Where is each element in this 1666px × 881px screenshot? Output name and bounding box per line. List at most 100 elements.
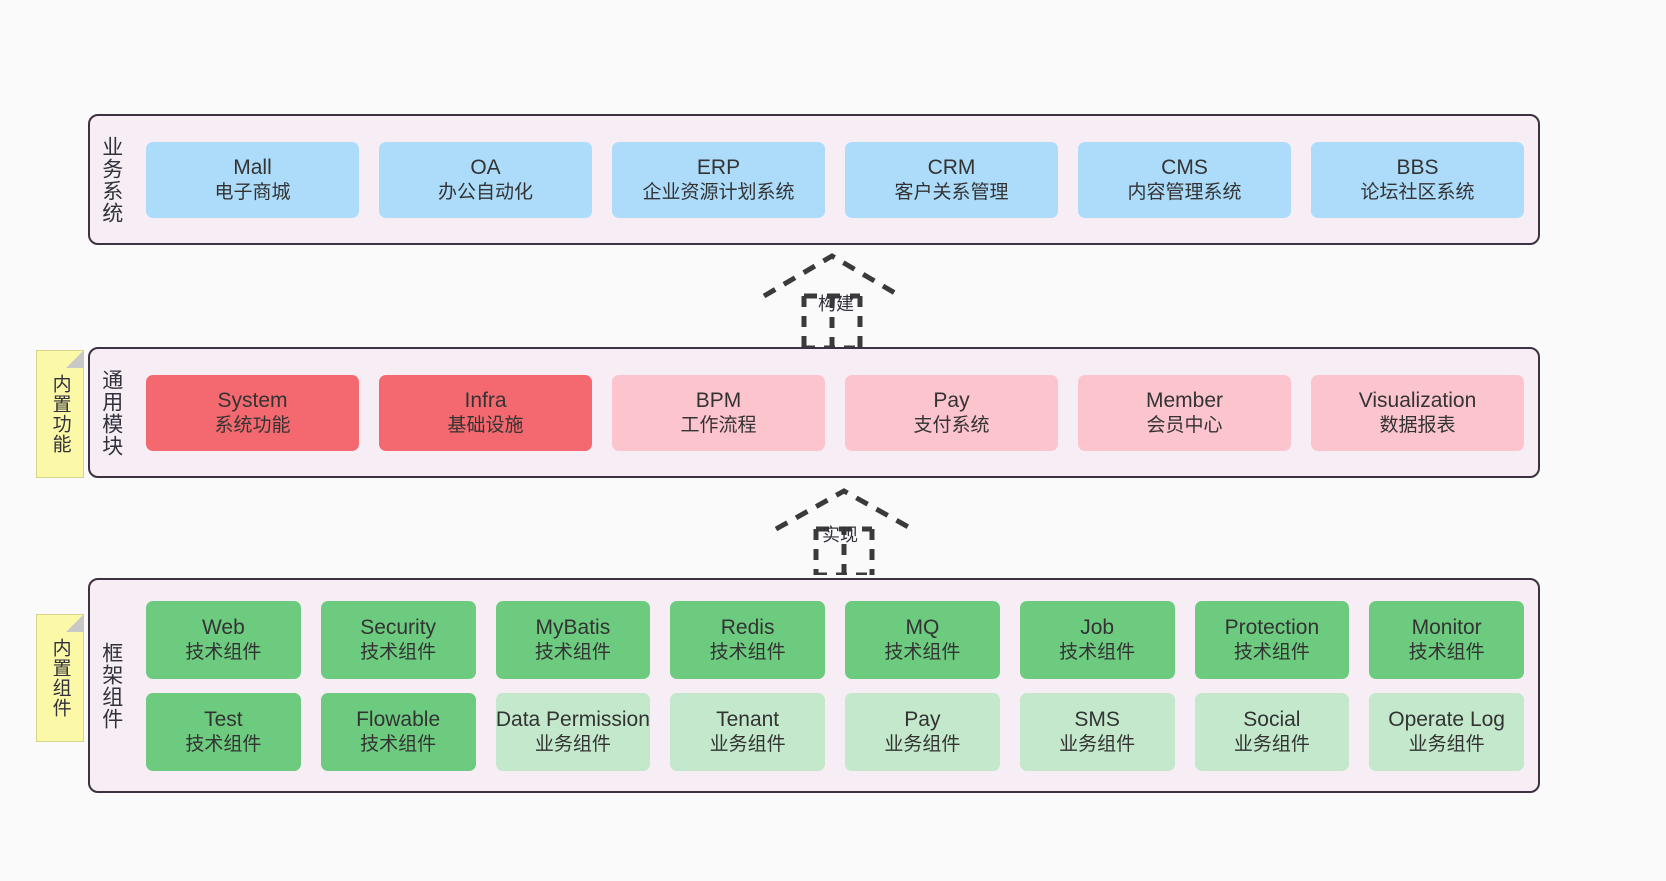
node-subtitle: 办公自动化: [437, 181, 533, 203]
node-title: Pay: [933, 388, 970, 412]
node-title: Tenant: [716, 707, 780, 731]
node-member[interactable]: Member 会员中心: [1078, 374, 1291, 451]
connector-implement-label: 实现: [822, 525, 858, 545]
node-title: SMS: [1074, 707, 1120, 731]
node-sms[interactable]: SMS 业务组件: [1019, 692, 1175, 771]
node-title: BBS: [1396, 155, 1439, 179]
node-title: Flowable: [356, 707, 441, 731]
node-job[interactable]: Job 技术组件: [1019, 600, 1175, 679]
node-oa[interactable]: OA 办公自动化: [379, 141, 592, 218]
node-subtitle: 基础设施: [447, 414, 524, 436]
node-title: Operate Log: [1388, 707, 1505, 731]
node-subtitle: 技术组件: [1233, 641, 1310, 663]
node-title: Pay: [904, 707, 941, 731]
node-title: Protection: [1224, 615, 1320, 639]
node-subtitle: 客户关系管理: [894, 181, 1009, 203]
node-subtitle: 业务组件: [709, 733, 786, 755]
node-title: Redis: [720, 615, 775, 639]
node-crm[interactable]: CRM 客户关系管理: [845, 141, 1058, 218]
node-mall[interactable]: Mall 电子商城: [146, 141, 359, 218]
node-subtitle: 技术组件: [709, 641, 786, 663]
node-title: ERP: [696, 155, 741, 179]
node-subtitle: 业务组件: [1233, 733, 1310, 755]
node-cms[interactable]: CMS 内容管理系统: [1078, 141, 1291, 218]
node-flowable[interactable]: Flowable 技术组件: [320, 692, 476, 771]
node-subtitle: 工作流程: [680, 414, 757, 436]
node-subtitle: 技术组件: [185, 641, 262, 663]
node-mybatis[interactable]: MyBatis 技术组件: [495, 600, 651, 679]
node-social[interactable]: Social 业务组件: [1194, 692, 1350, 771]
node-title: Infra: [464, 388, 507, 412]
connector-implement-arrow: [774, 488, 914, 575]
node-pay-component[interactable]: Pay 业务组件: [845, 692, 1000, 771]
node-title: Member: [1145, 388, 1224, 412]
common-modules-row: System 系统功能 Infra 基础设施 BPM 工作流程 Pay 支付系统…: [146, 374, 1524, 451]
framework-tech-row: Web 技术组件 Security 技术组件 MyBatis 技术组件 Redi…: [146, 600, 1524, 679]
band-framework-components: 框架组件 Web 技术组件 Security 技术组件 MyBatis 技术组件…: [88, 578, 1540, 793]
node-operate-log[interactable]: Operate Log 业务组件: [1369, 692, 1524, 771]
node-system[interactable]: System 系统功能: [146, 374, 359, 451]
node-visualization[interactable]: Visualization 数据报表: [1311, 374, 1524, 451]
node-subtitle: 技术组件: [534, 641, 611, 663]
framework-biz-row: Test 技术组件 Flowable 技术组件 Data Permission …: [146, 692, 1524, 771]
node-subtitle: 业务组件: [1408, 733, 1485, 755]
node-title: Web: [201, 615, 245, 639]
note-builtin-components: 内置组件: [36, 614, 84, 742]
node-subtitle: 技术组件: [360, 733, 437, 755]
note-builtin-features: 内置功能: [36, 350, 84, 478]
node-subtitle: 技术组件: [185, 733, 262, 755]
node-subtitle: 支付系统: [913, 414, 990, 436]
node-web[interactable]: Web 技术组件: [146, 600, 301, 679]
node-mq[interactable]: MQ 技术组件: [845, 600, 1000, 679]
node-pay-module[interactable]: Pay 支付系统: [845, 374, 1058, 451]
node-title: Test: [204, 707, 243, 731]
node-subtitle: 技术组件: [360, 641, 437, 663]
node-tenant[interactable]: Tenant 业务组件: [670, 692, 825, 771]
band-label-business: 业务系统: [99, 135, 123, 224]
band-body-framework: Web 技术组件 Security 技术组件 MyBatis 技术组件 Redi…: [132, 580, 1538, 791]
node-bpm[interactable]: BPM 工作流程: [612, 374, 825, 451]
node-data-permission[interactable]: Data Permission 业务组件: [495, 692, 651, 771]
node-subtitle: 论坛社区系统: [1360, 181, 1475, 203]
node-subtitle: 内容管理系统: [1127, 181, 1242, 203]
node-title: CRM: [927, 155, 976, 179]
node-title: Job: [1080, 615, 1115, 639]
node-redis[interactable]: Redis 技术组件: [670, 600, 825, 679]
node-title: MyBatis: [535, 615, 611, 639]
band-label-modules: 通用模块: [99, 368, 123, 457]
node-title: Mall: [233, 155, 272, 179]
node-subtitle: 技术组件: [1408, 641, 1485, 663]
node-subtitle: 企业资源计划系统: [642, 181, 795, 203]
node-subtitle: 技术组件: [1059, 641, 1136, 663]
node-subtitle: 会员中心: [1146, 414, 1223, 436]
node-title: Data Permission: [495, 707, 650, 731]
node-erp[interactable]: ERP 企业资源计划系统: [612, 141, 825, 218]
node-title: MQ: [905, 615, 940, 639]
node-subtitle: 数据报表: [1379, 414, 1456, 436]
business-systems-row: Mall 电子商城 OA 办公自动化 ERP 企业资源计划系统 CRM 客户关系…: [146, 141, 1524, 218]
node-subtitle: 电子商城: [214, 181, 291, 203]
node-title: Monitor: [1411, 615, 1482, 639]
band-body-modules: System 系统功能 Infra 基础设施 BPM 工作流程 Pay 支付系统…: [132, 349, 1538, 476]
node-subtitle: 业务组件: [534, 733, 611, 755]
node-title: OA: [470, 155, 501, 179]
node-title: BPM: [695, 388, 742, 412]
node-infra[interactable]: Infra 基础设施: [379, 374, 592, 451]
node-title: Social: [1243, 707, 1301, 731]
node-bbs[interactable]: BBS 论坛社区系统: [1311, 141, 1524, 218]
node-subtitle: 技术组件: [884, 641, 961, 663]
connector-build-arrow: [762, 253, 902, 348]
band-business-systems: 业务系统 Mall 电子商城 OA 办公自动化 ERP 企业资源计划系统 CRM…: [88, 114, 1540, 245]
node-security[interactable]: Security 技术组件: [320, 600, 476, 679]
node-test[interactable]: Test 技术组件: [146, 692, 301, 771]
connector-build-label: 构建: [818, 294, 854, 314]
node-title: CMS: [1161, 155, 1208, 179]
node-monitor[interactable]: Monitor 技术组件: [1369, 600, 1524, 679]
node-protection[interactable]: Protection 技术组件: [1194, 600, 1350, 679]
band-common-modules: 通用模块 System 系统功能 Infra 基础设施 BPM 工作流程 Pay…: [88, 347, 1540, 478]
node-subtitle: 业务组件: [884, 733, 961, 755]
node-subtitle: 系统功能: [214, 414, 291, 436]
node-subtitle: 业务组件: [1059, 733, 1136, 755]
band-label-framework: 框架组件: [99, 641, 123, 730]
